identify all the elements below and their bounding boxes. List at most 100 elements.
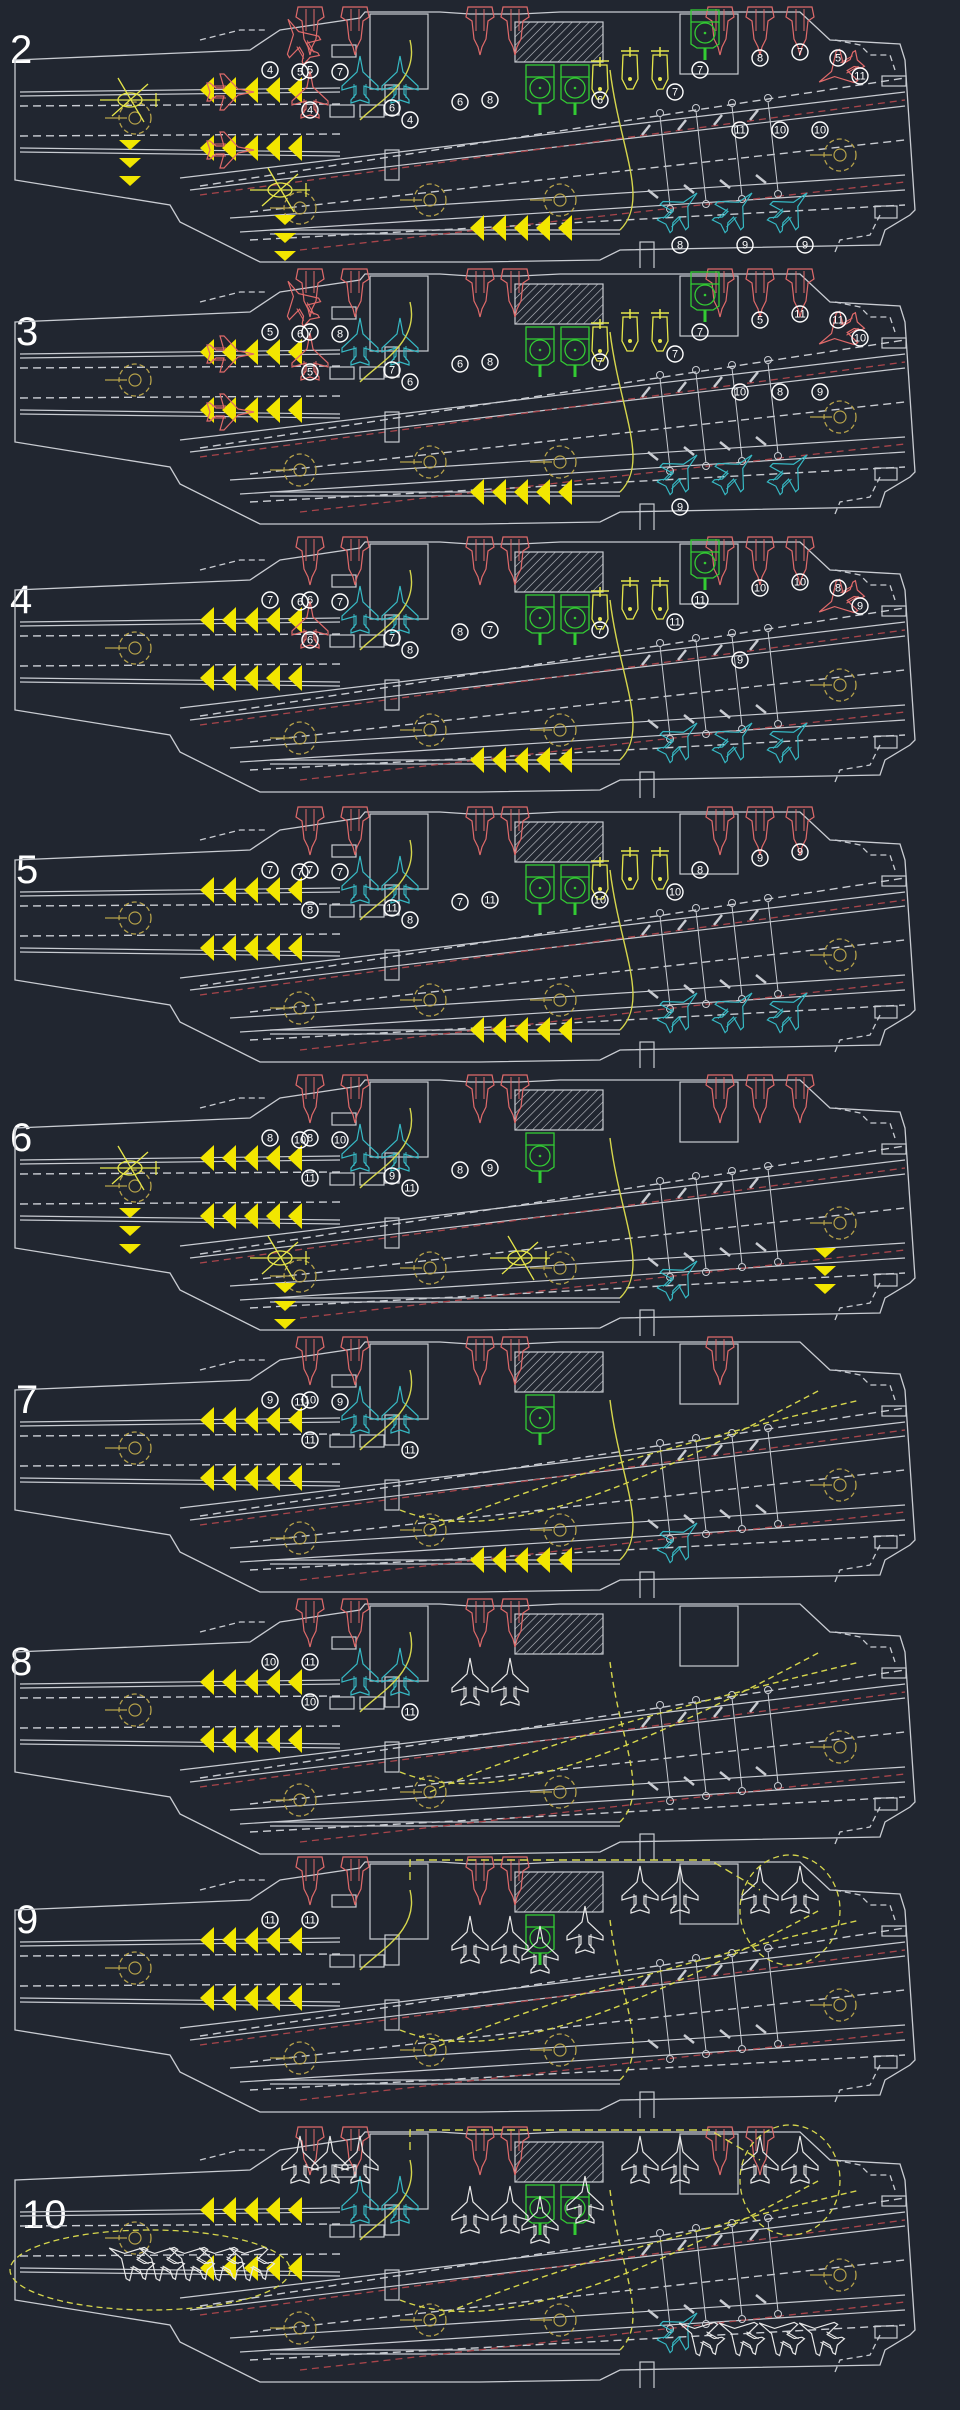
deck-marker (713, 644, 723, 656)
folded-aircraft-icon (500, 536, 530, 586)
deck-edge-dashed (834, 301, 896, 333)
runway-dashed-line (199, 339, 906, 449)
wire-sheave (666, 2055, 674, 2063)
deck-marker (749, 1439, 759, 1451)
order-badge: 11 (481, 891, 499, 909)
wire-sheave (656, 909, 664, 917)
fighter-jet-icon (286, 18, 322, 66)
deck-marker (641, 386, 651, 398)
wire-sheave (764, 1686, 772, 1694)
order-badge: 6 (451, 355, 469, 373)
launch-chevron-icon (288, 607, 302, 633)
order-badge-label: 8 (457, 1165, 463, 1177)
order-badge: 9 (851, 597, 869, 615)
catapult-track (19, 2267, 341, 2273)
stowed-helicopter-icon (621, 309, 639, 352)
deck-panel-step-10: 10 (0, 2120, 960, 2388)
wire-sheave (764, 356, 772, 364)
fighter-jet-icon (341, 1123, 379, 1172)
catapult-track (19, 1159, 341, 1165)
deck-fixture (384, 1479, 400, 1511)
deck-fixture (329, 366, 355, 380)
fighter-jet-icon (168, 2246, 216, 2282)
deck-marker (683, 1776, 695, 1786)
catapult-track (19, 147, 341, 153)
order-badge-label: 11 (404, 1707, 415, 1719)
folded-aircraft-icon (705, 1074, 735, 1124)
catapult-track (19, 1997, 341, 2003)
folded-aircraft-icon (745, 6, 775, 56)
landing-spot-center (553, 193, 567, 207)
deck-marker (683, 2034, 695, 2044)
order-badge-label: 7 (389, 365, 395, 377)
launch-chevron-icon (244, 1407, 258, 1433)
deck-marker (641, 124, 651, 136)
movement-path (399, 1909, 821, 2043)
order-badge-label: 6 (297, 329, 303, 341)
order-badge: 8 (401, 641, 419, 659)
deck-marker (719, 1771, 731, 1781)
red-centerline (299, 981, 906, 1051)
order-badge-label: 7 (487, 625, 493, 637)
runway-dashed-line (199, 877, 906, 987)
deck-marker (755, 174, 767, 184)
deck-marker (755, 704, 767, 714)
order-badge: 7 (261, 591, 279, 609)
folded-aircraft-icon (500, 1598, 530, 1648)
arresting-wire (767, 362, 779, 454)
deck-fixture (639, 2091, 655, 2118)
deck-fixture (359, 1954, 385, 1968)
launch-chevron-icon (266, 77, 280, 103)
catapult-track (19, 621, 341, 627)
fighter-jet-icon (381, 317, 419, 366)
down-arrow-icon (274, 1283, 296, 1293)
order-badge: 6 (591, 91, 609, 109)
order-badge-label: 7 (797, 47, 803, 59)
arresting-wire (731, 635, 743, 727)
wire-sheave (666, 2325, 674, 2333)
movement-path (359, 1631, 413, 1713)
order-badge: 5 (261, 323, 279, 341)
launch-chevron-icon (266, 877, 280, 903)
deck-fixture (639, 1571, 655, 1598)
launch-chevron-icon (266, 1465, 280, 1491)
launch-chevron-icon (244, 665, 258, 691)
fighter-jet-icon (381, 1123, 419, 1172)
angled-deck-line (229, 704, 906, 749)
fighter-jet-icon (711, 454, 753, 496)
order-badge: 7 (451, 893, 469, 911)
order-badge-label: 7 (457, 897, 463, 909)
movement-path (359, 39, 413, 121)
order-badge-label: 11 (386, 903, 397, 915)
runway-dashed-line (249, 1796, 906, 1833)
wire-sheave (774, 1520, 782, 1528)
launch-chevron-icon (492, 479, 506, 505)
wire-sheave (666, 1273, 674, 1281)
launch-chevron-icon (244, 935, 258, 961)
fighter-jet-icon (291, 332, 329, 381)
order-badge: 11 (301, 1911, 319, 1929)
launch-chevron-icon (536, 215, 550, 241)
arresting-wire (767, 1430, 779, 1522)
fighter-jet-icon (766, 722, 808, 764)
runway-dashed-line (199, 1407, 906, 1517)
deck-marker (683, 1514, 695, 1524)
down-arrow-icon (814, 1266, 836, 1276)
launch-chevron-icon (288, 935, 302, 961)
arresting-wire (767, 900, 779, 992)
deck-edge-dashed (199, 1359, 265, 1371)
order-badge-label: 11 (484, 895, 495, 907)
folded-aircraft-icon (745, 2126, 775, 2176)
deck-fixture (359, 904, 385, 918)
order-badge: 11 (401, 1703, 419, 1721)
launch-chevron-icon (200, 1145, 214, 1171)
elevator-box (369, 1343, 429, 1420)
deck-marker (647, 2309, 659, 2319)
runway-dashed-line (19, 1695, 341, 1699)
launch-chevron-icon (266, 1669, 280, 1695)
fighter-jet-icon (341, 2135, 379, 2184)
order-badge-label: 8 (337, 329, 343, 341)
arresting-wire (731, 1435, 743, 1527)
launch-chevron-icon (266, 935, 280, 961)
runway-dashed-line (19, 365, 341, 369)
